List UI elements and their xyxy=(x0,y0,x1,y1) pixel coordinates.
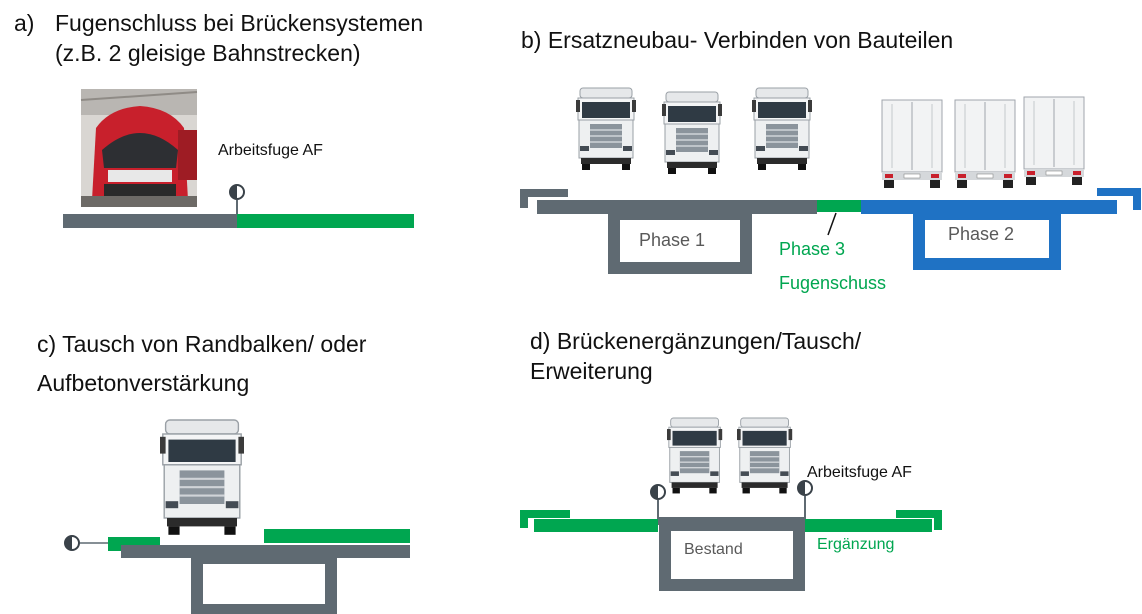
trailer-rear-icon xyxy=(954,99,1016,189)
panel-b-title: b) Ersatzneubau- Verbinden von Bauteilen xyxy=(521,27,954,53)
phase2-label: Phase 2 xyxy=(948,224,1015,244)
truck-front-icon xyxy=(751,87,813,171)
truck-front-icon xyxy=(661,91,723,175)
extension-label: Ergänzung xyxy=(817,536,895,553)
panel-d-title-line2: Erweiterung xyxy=(530,358,653,384)
panel-d-title-line1: d) Brückenergänzungen/Tausch/ xyxy=(530,328,862,354)
panel-c-title-line2: Aufbetonverstärkung xyxy=(37,370,250,396)
joint-marker-icon xyxy=(229,184,245,200)
new-deck xyxy=(237,214,414,228)
trailer-rear-icon xyxy=(881,99,943,189)
panel-a-marker: a) xyxy=(14,10,35,36)
truck-front-icon xyxy=(158,418,246,536)
panel-d-joint-label: Arbeitsfuge AF xyxy=(807,464,912,481)
phase1-label: Phase 1 xyxy=(639,230,706,250)
panel-d xyxy=(520,417,942,591)
phase3-closure xyxy=(817,200,861,212)
truck-front-icon xyxy=(575,87,637,171)
existing-box xyxy=(191,552,337,614)
truck-front-icon xyxy=(666,417,723,495)
train-photo xyxy=(80,89,198,207)
phase1-box xyxy=(608,208,752,274)
panel-a: Arbeitsfuge AF xyxy=(63,89,414,228)
panel-a-joint-label: Arbeitsfuge AF xyxy=(218,142,323,159)
truck-front-icon xyxy=(736,417,793,495)
phase3-label: Phase 3 xyxy=(779,239,846,259)
panel-c-title-line1: c) Tausch von Randbalken/ oder xyxy=(37,331,367,357)
panel-a-title-line2: (z.B. 2 gleisige Bahnstrecken) xyxy=(55,40,361,66)
panel-b xyxy=(520,87,1141,274)
phase2-box xyxy=(913,208,1061,270)
joint-marker-icon xyxy=(797,480,813,496)
existing-label: Bestand xyxy=(684,541,743,558)
new-overlay xyxy=(264,529,410,543)
existing-box xyxy=(659,519,805,591)
panel-c xyxy=(64,418,410,614)
joint-marker-icon xyxy=(650,484,666,500)
phase3-sublabel: Fugenschuss xyxy=(779,273,887,293)
joint-marker-icon xyxy=(64,535,80,551)
panel-a-title-line1: Fugenschluss bei Brückensystemen xyxy=(55,10,424,36)
trailer-rear-icon xyxy=(1023,96,1085,186)
existing-deck xyxy=(63,214,237,228)
